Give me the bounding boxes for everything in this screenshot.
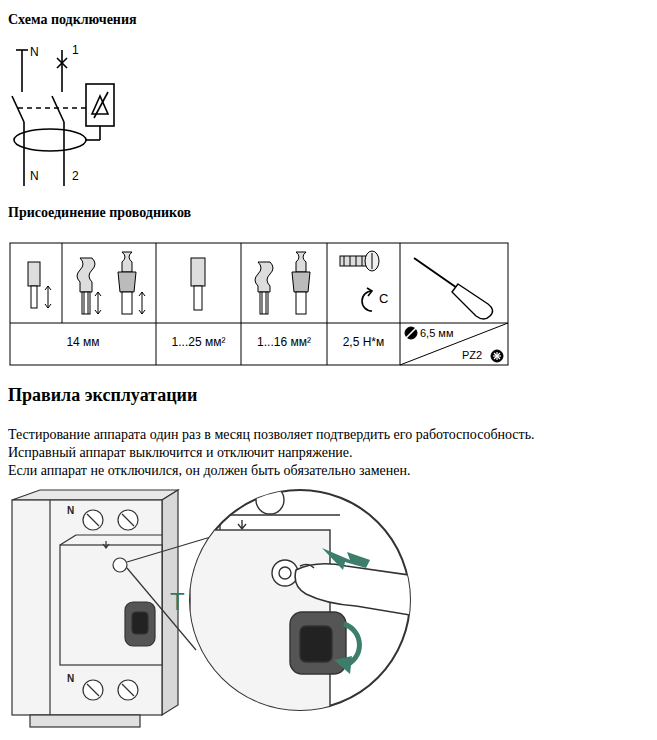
motion-arrows	[322, 548, 370, 674]
table-cell: 1...16 мм²	[241, 336, 327, 350]
body-text: Если аппарат не отключился, он должен бы…	[8, 463, 410, 479]
terminal-label: N	[66, 505, 75, 517]
body-text: Тестирование аппарата один раз в месяц п…	[8, 427, 535, 443]
conductor-table	[10, 243, 508, 365]
terminal-label: N	[66, 673, 75, 685]
table-cell: 14 мм	[10, 336, 156, 350]
section-heading: Схема подключения	[8, 12, 137, 28]
zoom-detail	[190, 486, 416, 730]
section-heading: Правила эксплуатации	[8, 385, 197, 406]
terminal-label: 1	[72, 44, 79, 58]
table-cell: 2,5 Н*м	[327, 336, 400, 350]
terminal-label: 2	[72, 170, 79, 184]
table-cell: 1...25 мм²	[156, 336, 241, 350]
table-cell: 6,5 мм	[420, 327, 453, 340]
table-cell: PZ2	[462, 349, 482, 362]
icon-label: C	[379, 292, 388, 307]
device-illustration	[12, 490, 214, 727]
wiring-schematic	[12, 50, 114, 186]
terminal-label: N	[30, 170, 39, 184]
section-heading: Присоединение проводников	[8, 205, 191, 221]
body-text: Исправный аппарат выключится и отключит …	[8, 445, 353, 461]
terminal-label: N	[30, 46, 39, 60]
test-button-label: T	[170, 588, 185, 616]
